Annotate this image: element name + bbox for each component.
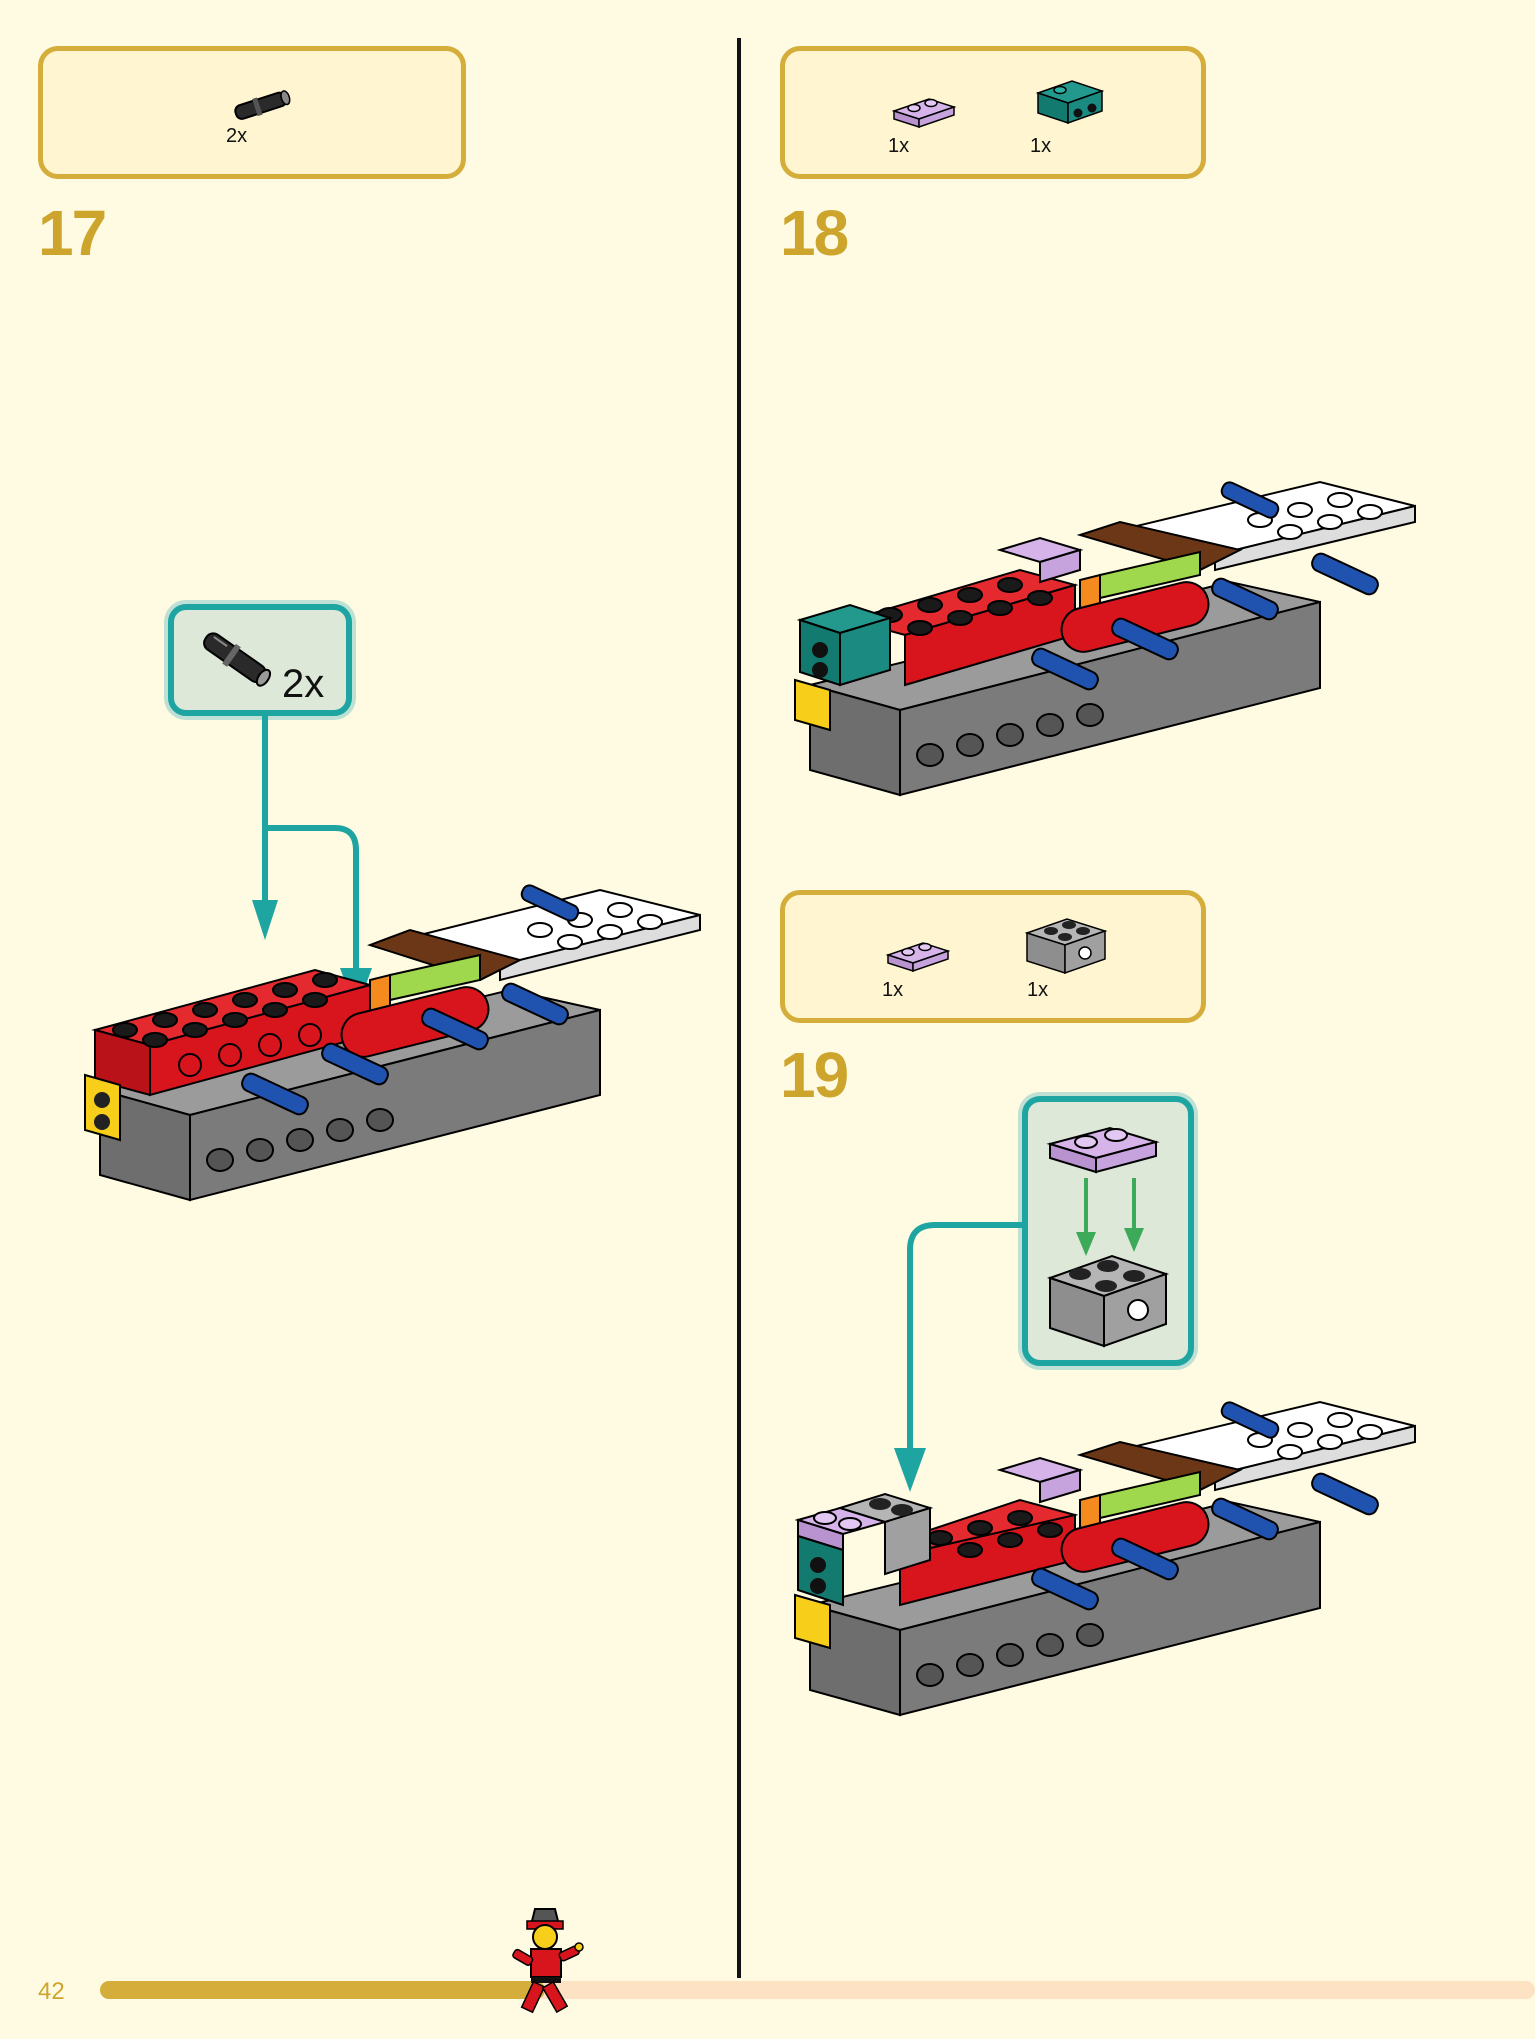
page-number: 42	[38, 1978, 65, 2005]
ninja-minifigure-icon	[512, 1908, 584, 2014]
black-friction-pin-icon	[203, 632, 272, 687]
black-friction-pin-icon	[234, 90, 291, 120]
column-divider	[737, 38, 741, 1978]
lavender-plate-1x2-icon	[891, 98, 957, 129]
gray-technic-brick-icon	[1024, 918, 1108, 975]
part-qty: 1x	[888, 135, 910, 157]
teal-bracket-icon	[1035, 80, 1105, 125]
step-number-18: 18	[780, 197, 849, 269]
green-arrow-icon	[1076, 1178, 1144, 1256]
parts-box-step-17: 2x	[38, 46, 466, 179]
part-qty: 1x	[1030, 135, 1052, 157]
teal-arrow-icon	[894, 1222, 1025, 1492]
progress-fill	[100, 1981, 545, 1999]
callout-step-17: 2x	[168, 604, 352, 716]
lego-model-step-18	[794, 480, 1416, 797]
parts-box-step-18: 1x 1x	[780, 46, 1206, 179]
lavender-plate-1x2-icon	[1046, 1126, 1160, 1174]
callout-qty: 2x	[282, 662, 325, 706]
callout-step-19	[1022, 1096, 1194, 1366]
lego-model-step-19	[794, 1400, 1416, 1717]
lego-model-step-17	[84, 884, 701, 1202]
part-qty: 1x	[882, 979, 904, 1001]
lavender-plate-1x2-icon	[885, 942, 951, 973]
part-qty: 1x	[1027, 979, 1049, 1001]
step-number-17: 17	[38, 197, 107, 269]
step-number-19: 19	[780, 1039, 849, 1111]
parts-box-step-19: 1x 1x	[780, 890, 1206, 1023]
part-qty: 2x	[226, 125, 248, 147]
gray-technic-brick-icon	[1046, 1254, 1170, 1348]
